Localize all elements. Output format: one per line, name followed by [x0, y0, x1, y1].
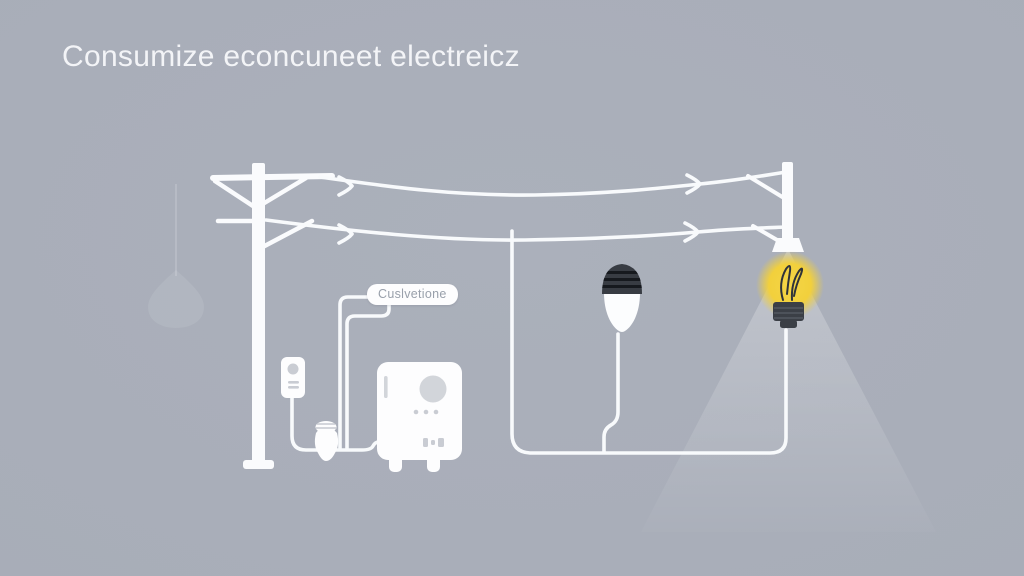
outlet-to-appliance-wire — [290, 395, 381, 452]
power-lines — [264, 170, 788, 245]
device-label-pill: Cuslvetione — [367, 284, 458, 305]
page-title: Consumize econcuneet electreicz — [62, 40, 520, 73]
pendant-ghost-icon — [148, 184, 204, 328]
appliance-icon — [377, 362, 462, 472]
flow-arrow-icon — [337, 175, 354, 197]
street-lamp-pole — [746, 162, 804, 252]
light-cone — [641, 249, 936, 532]
upper-power-line — [318, 170, 788, 197]
glowing-bulb-icon — [756, 251, 824, 328]
service-drop-wire — [510, 229, 788, 455]
lower-power-line — [264, 218, 788, 242]
wall-outlet-icon — [281, 357, 305, 398]
flow-arrow-icon — [683, 221, 700, 243]
inverted-bulb-icon — [602, 264, 642, 332]
left-utility-pole — [210, 163, 335, 469]
label-wire-b — [345, 303, 391, 451]
hanging-bulb-wire — [602, 332, 620, 454]
lamp-fixture-icon — [772, 238, 804, 252]
flow-arrow-icon — [685, 173, 702, 195]
plug-icon — [314, 421, 339, 461]
flow-arrow-icon — [337, 223, 354, 245]
label-wire-a — [338, 295, 371, 451]
circuit-wires — [290, 229, 788, 455]
